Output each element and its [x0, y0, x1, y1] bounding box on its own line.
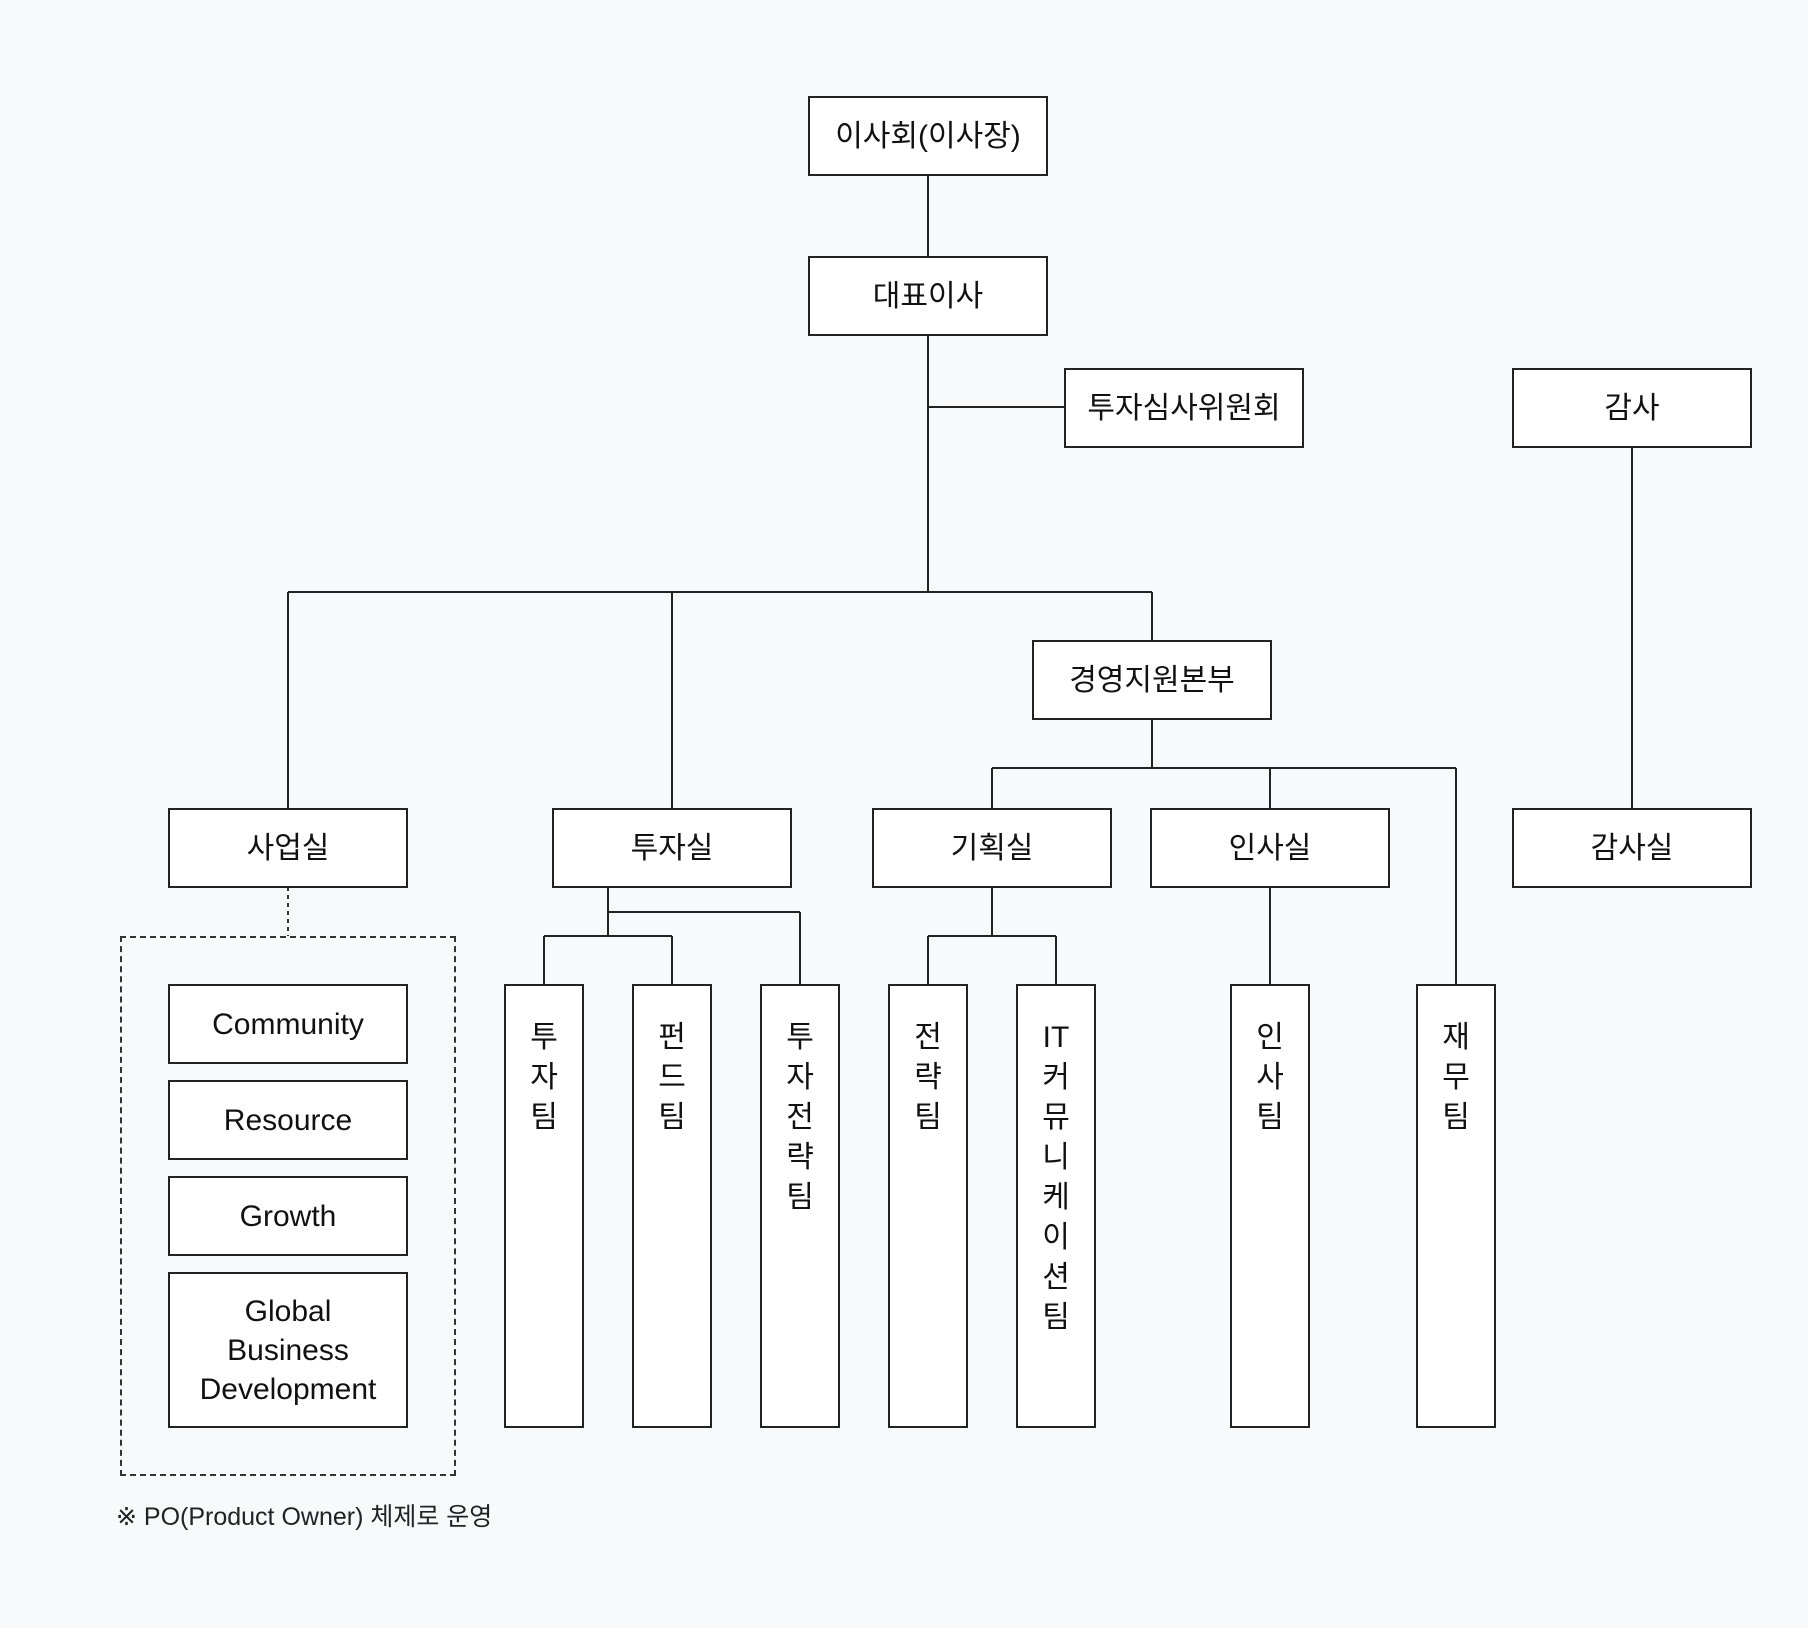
- investment-team-box: 투자팀: [504, 984, 584, 1428]
- po-team-label: Community: [212, 1007, 364, 1041]
- fund-team-box: 펀드팀: [632, 984, 712, 1428]
- audit-label: 감사: [1604, 391, 1660, 425]
- it-communication-team-label: IT커뮤니케이션팀: [1042, 1021, 1070, 1334]
- po-team-label: Resource: [223, 1103, 353, 1137]
- audit-office-box: 감사실: [1512, 808, 1752, 888]
- po-team-global-business-development: Global Business Development: [168, 1272, 408, 1428]
- finance-team-label: 재무팀: [1442, 1021, 1470, 1134]
- investment-strategy-team-label: 투자전략팀: [786, 1021, 814, 1214]
- business-office-box: 사업실: [168, 808, 408, 888]
- investment-team-label: 투자팀: [530, 1021, 558, 1134]
- planning-office-box: 기획실: [872, 808, 1112, 888]
- footnote: ※ PO(Product Owner) 체제로 운영: [116, 1503, 493, 1531]
- po-team-community: Community: [168, 984, 408, 1064]
- ceo-box: 대표이사: [808, 256, 1048, 336]
- ceo-label: 대표이사: [872, 279, 984, 313]
- audit-office-label: 감사실: [1590, 831, 1674, 865]
- investment-strategy-team-box: 투자전략팀: [760, 984, 840, 1428]
- po-group: [120, 936, 456, 1476]
- business-office-label: 사업실: [246, 831, 330, 865]
- hr-team-box: 인사팀: [1230, 984, 1310, 1428]
- management-hq-box: 경영지원본부: [1032, 640, 1272, 720]
- board-label: 이사회(이사장): [835, 119, 1021, 153]
- po-team-growth: Growth: [168, 1176, 408, 1256]
- po-team-label: Growth: [239, 1199, 337, 1233]
- hr-team-label: 인사팀: [1256, 1021, 1284, 1134]
- investment-committee-box: 투자심사위원회: [1064, 368, 1304, 448]
- fund-team-label: 펀드팀: [658, 1021, 686, 1134]
- po-team-label: Global Business Development: [199, 1294, 377, 1406]
- finance-team-box: 재무팀: [1416, 984, 1496, 1428]
- investment-committee-label: 투자심사위원회: [1087, 391, 1281, 425]
- investment-office-box: 투자실: [552, 808, 792, 888]
- board-box: 이사회(이사장): [808, 96, 1048, 176]
- planning-office-label: 기획실: [950, 831, 1034, 865]
- hr-office-label: 인사실: [1228, 831, 1312, 865]
- it-communication-team-box: IT커뮤니케이션팀: [1016, 984, 1096, 1428]
- po-team-resource: Resource: [168, 1080, 408, 1160]
- investment-office-label: 투자실: [630, 831, 714, 865]
- strategy-team-box: 전략팀: [888, 984, 968, 1428]
- strategy-team-label: 전략팀: [914, 1021, 942, 1134]
- audit-box: 감사: [1512, 368, 1752, 448]
- management-hq-label: 경영지원본부: [1069, 663, 1235, 697]
- hr-office-box: 인사실: [1150, 808, 1390, 888]
